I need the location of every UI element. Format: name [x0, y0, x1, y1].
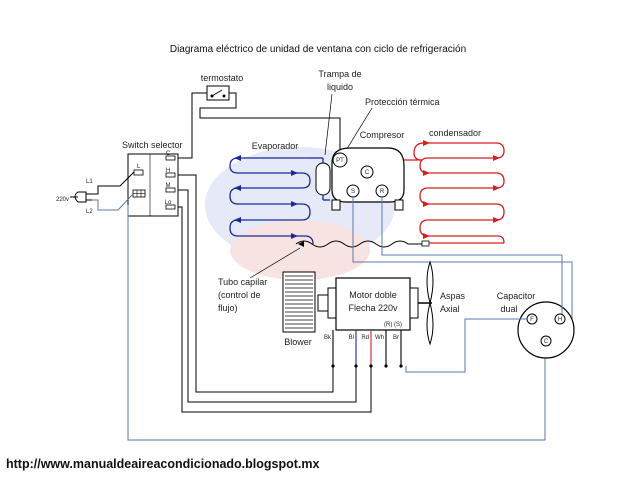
motor-wire-end — [331, 364, 335, 368]
wire-compressor-r — [381, 197, 562, 256]
wire-thermostat-to-switch — [177, 92, 207, 159]
aspas-label-line2: Axial — [440, 304, 460, 314]
condenser-coil — [404, 142, 505, 244]
trampa-label-line1: Trampa de — [318, 69, 361, 79]
motor-wire-label-bl: Bl — [349, 335, 354, 341]
diagram-title: Diagrama eléctrico de unidad de ventana … — [170, 44, 466, 55]
tubo-capilar-pointer — [249, 247, 301, 279]
motor-speed-markers: (R) (S) — [384, 322, 402, 328]
switch-terminal-label-m: M — [166, 183, 171, 189]
motor-wire-label-bk: Bk — [324, 335, 332, 341]
switch-terminal-label-h: H — [166, 168, 170, 174]
wire-thermostat-to-compressor — [199, 92, 341, 152]
motor-label-line1: Motor doble — [349, 290, 397, 300]
fan-motor — [317, 277, 432, 331]
evaporator-coil — [229, 157, 314, 245]
capacitor-c-terminal — [540, 335, 552, 347]
wire-capacitor-c-return — [127, 205, 546, 441]
motor-wire-end — [354, 364, 358, 368]
tubo-capilar-label-line3: flujo) — [218, 303, 238, 313]
switch-terminal-c — [165, 155, 176, 161]
switch-terminal-h — [165, 172, 176, 178]
thermostat-label: termostato — [201, 73, 244, 83]
axial-fan-blades — [426, 260, 434, 346]
motor-wire-end — [384, 364, 388, 368]
evaporador-label: Evaporador — [252, 141, 299, 151]
switch-terminal-lo — [165, 204, 176, 210]
blower-label: Blower — [284, 337, 312, 347]
dual-capacitor: F H C — [517, 301, 575, 359]
line2-label: L2 — [86, 209, 93, 215]
voltage-label: 220v — [56, 197, 69, 203]
switch-terminal-label-lo: Lo — [165, 200, 172, 206]
motor-label-line2: Flecha 220v — [348, 303, 398, 313]
blower-wheel — [282, 271, 316, 333]
wire-l1 — [92, 171, 135, 195]
compressor-c-label: C — [365, 170, 370, 176]
compressor: PT C S R — [331, 147, 405, 211]
power-plug: 220v L1 L2 — [56, 179, 93, 215]
wire-switch-lo — [178, 206, 372, 413]
thermostat: termostato — [201, 73, 244, 101]
compressor-c-terminal — [360, 165, 374, 179]
motor-wire-end — [399, 364, 403, 368]
tubo-capilar-label-line2: (control de — [218, 290, 261, 300]
compresor-label: Compresor — [360, 130, 405, 140]
switch-terminal-label-c: C — [166, 151, 171, 157]
motor-wire-label-rd: Rd — [361, 335, 369, 341]
compressor-s-label: S — [351, 189, 355, 195]
liquid-trap — [308, 157, 331, 196]
trampa-pointer — [324, 93, 333, 156]
wire-motor-to-capacitor-f — [405, 318, 527, 373]
switch-l-terminal: L — [137, 164, 141, 170]
motor-wire-label-wh: Wh — [375, 335, 384, 341]
aspas-label-line1: Aspas — [440, 291, 466, 301]
thermostat-switch — [206, 85, 230, 101]
wire-l2-to-capacitor — [92, 193, 134, 211]
capacitor-label-line2: dual — [500, 304, 517, 314]
proteccion-label: Protección térmica — [365, 97, 440, 107]
capacitor-label-line1: Capacitor — [497, 291, 536, 301]
switch-selector-label: Switch selector — [122, 140, 183, 150]
proteccion-pointer — [344, 107, 373, 153]
capacitor-c-label: C — [544, 339, 549, 345]
plug-icon — [74, 191, 87, 203]
tubo-capilar-label-line1: Tubo capilar — [218, 277, 267, 287]
motor-wire-label-br: Br — [393, 335, 399, 341]
wire-switch-m — [178, 189, 357, 403]
line1-label: L1 — [86, 179, 93, 185]
compressor-pt-label: PT — [336, 158, 344, 164]
motor-wire-end — [369, 364, 373, 368]
trampa-label-line2: liquido — [327, 82, 353, 92]
capacitor-f-label: F — [530, 317, 534, 323]
compressor-r-label: R — [380, 189, 385, 195]
footer-url[interactable]: http://www.manualdeaireacondicionado.blo… — [6, 457, 320, 471]
compressor-pt-terminal — [332, 152, 348, 168]
switch-terminal-m — [165, 187, 176, 193]
capacitor-h-terminal — [554, 313, 566, 325]
condensador-label: condensador — [429, 128, 481, 138]
wire-switch-h — [178, 174, 334, 393]
capacitor-h-label: H — [558, 317, 562, 323]
